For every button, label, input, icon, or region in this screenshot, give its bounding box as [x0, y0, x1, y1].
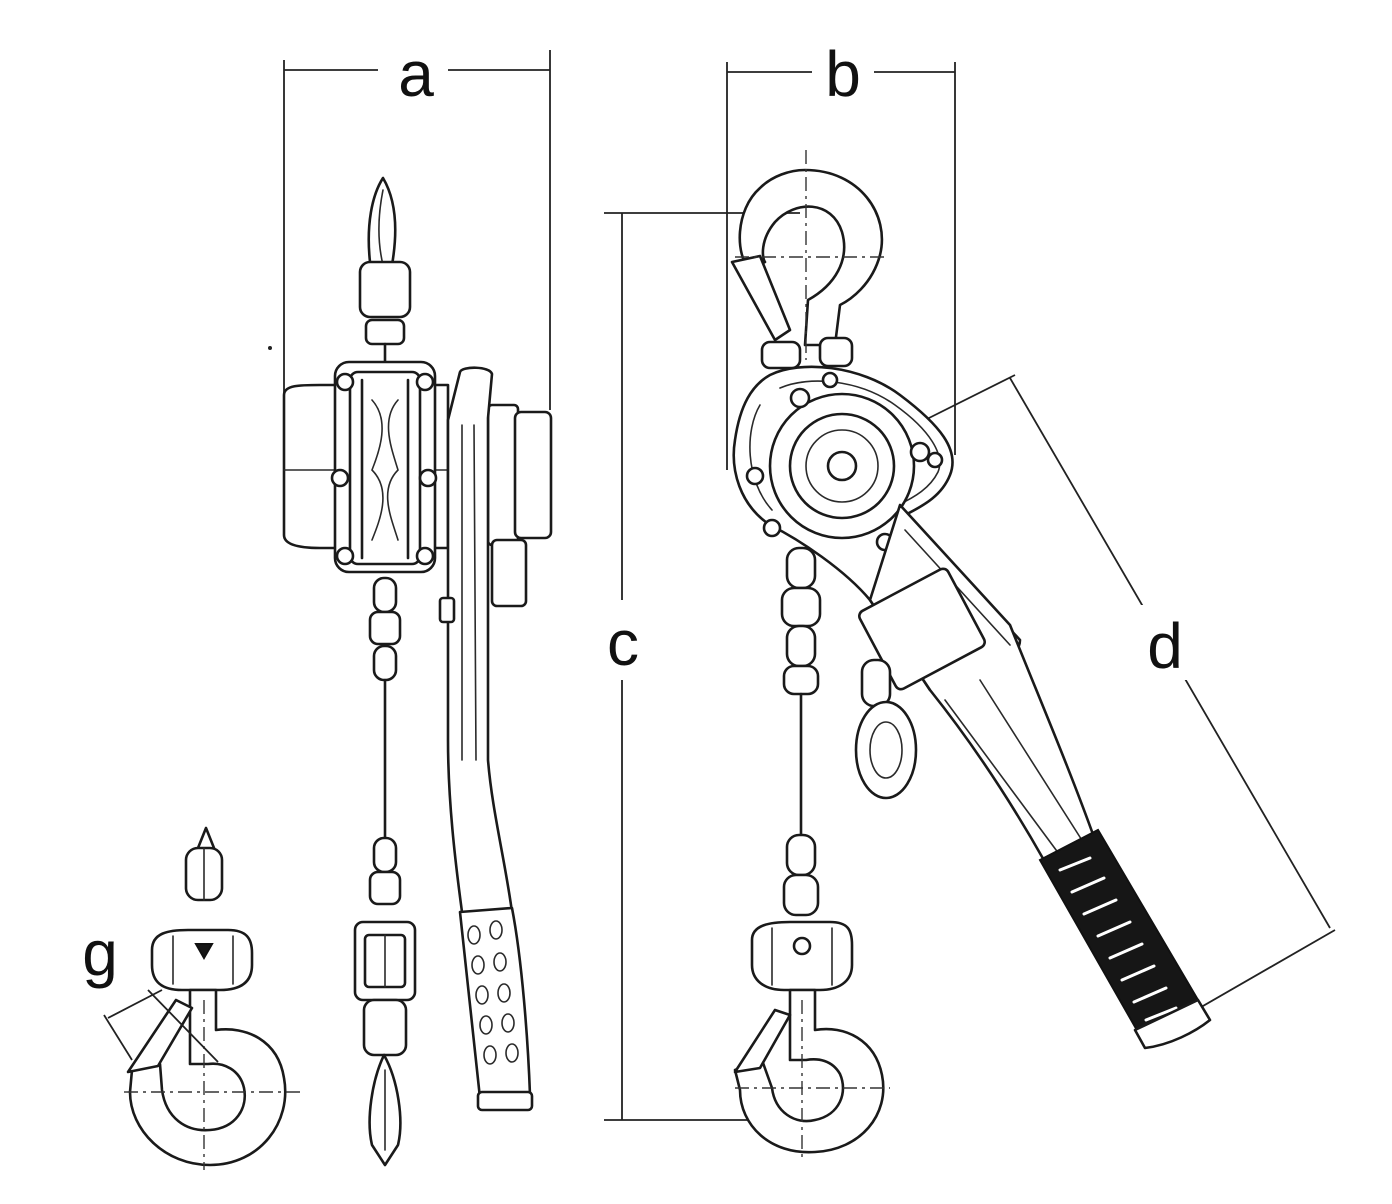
- dimension-a: a: [283, 38, 551, 410]
- hook-detail-view: g: [82, 826, 300, 1170]
- stray-dot: [268, 346, 272, 350]
- dimension-label-d: d: [1147, 610, 1183, 682]
- dimension-label-b: b: [825, 38, 861, 110]
- dimension-label-g: g: [82, 917, 118, 989]
- dimension-label-c: c: [607, 607, 639, 679]
- dimension-label-a: a: [398, 38, 434, 110]
- dimension-b: b: [726, 38, 956, 470]
- hoist-side-view: [730, 150, 1212, 1160]
- hoist-front-view: [282, 176, 553, 1167]
- dimension-c: c: [595, 212, 800, 1121]
